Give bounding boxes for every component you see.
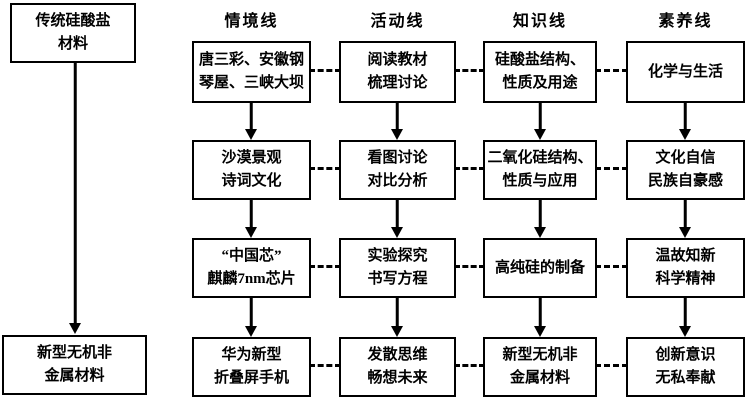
arrow-shaft (538, 200, 542, 230)
arrowhead-down-icon (391, 227, 403, 238)
flow-box-new-inorganic-left: 新型无机非 金属材料 (2, 335, 147, 395)
flow-box-knowledge-4: 新型无机非 金属材料 (483, 337, 597, 397)
down-arrow-context-1-2 (245, 103, 257, 140)
flow-box-activity-3: 实验探究 书写方程 (339, 238, 456, 298)
down-arrow-literacy-3-4 (679, 298, 691, 337)
flow-box-knowledge-2: 二氧化硅结构、 性质与应用 (483, 140, 597, 200)
down-arrow-literacy-2-3 (679, 200, 691, 238)
arrow-shaft (73, 63, 77, 326)
flow-box-activity-2: 看图讨论 对比分析 (339, 140, 456, 200)
header-activity-line: 活动线 (370, 13, 425, 30)
down-arrow-literacy-1-2 (679, 103, 691, 140)
arrowhead-down-icon (245, 326, 257, 337)
arrowhead-down-icon (534, 129, 546, 140)
down-arrow-knowledge-1-2 (534, 103, 546, 140)
down-arrow-knowledge-2-3 (534, 200, 546, 238)
flow-box-context-2: 沙漠景观 诗词文化 (192, 140, 311, 200)
flow-box-knowledge-3: 高纯硅的制备 (483, 238, 597, 298)
arrowhead-down-icon (245, 227, 257, 238)
flow-box-activity-1: 阅读教材 梳理讨论 (339, 41, 456, 103)
dashed-connector-r3-c2c3 (454, 265, 485, 268)
flow-box-literacy-2: 文化自信 民族自豪感 (626, 140, 745, 200)
arrowhead-down-icon (679, 326, 691, 337)
dashed-connector-r1-c3c4 (595, 69, 628, 72)
flow-box-context-3: “中国芯” 麒麟7nm芯片 (192, 238, 311, 298)
dashed-connector-r4-c1c2 (309, 364, 341, 367)
arrow-shaft (395, 200, 399, 230)
flow-box-literacy-3: 温故知新 科学精神 (626, 238, 745, 298)
dashed-connector-r2-c1c2 (309, 167, 341, 170)
flow-box-literacy-1: 化学与生活 (626, 41, 745, 103)
arrowhead-down-icon (245, 129, 257, 140)
arrowhead-down-icon (391, 326, 403, 337)
arrowhead-down-icon (391, 129, 403, 140)
arrow-shaft (538, 103, 542, 132)
dashed-connector-r2-c3c4 (595, 167, 628, 170)
arrow-shaft (395, 298, 399, 329)
down-arrow-knowledge-3-4 (534, 298, 546, 337)
header-literacy-line: 素养线 (658, 13, 713, 30)
down-arrow-activity-3-4 (391, 298, 403, 337)
arrowhead-down-icon (534, 227, 546, 238)
arrow-shaft (538, 298, 542, 329)
flow-box-context-4: 华为新型 折叠屏手机 (192, 337, 311, 397)
arrowhead-down-icon (69, 323, 81, 334)
dashed-connector-r4-c2c3 (454, 364, 485, 367)
flow-box-traditional-silicate: 传统硅酸盐 材料 (10, 3, 136, 63)
flow-box-knowledge-1: 硅酸盐结构、 性质及用途 (483, 41, 597, 103)
arrow-shaft (683, 200, 687, 230)
dashed-connector-r1-c2c3 (454, 69, 485, 72)
arrow-shaft (395, 103, 399, 132)
down-arrow-activity-1-2 (391, 103, 403, 140)
arrow-shaft (683, 103, 687, 132)
flow-box-context-1: 唐三彩、安徽钢 琴屋、三峡大坝 (192, 41, 311, 103)
down-arrow-context-2-3 (245, 200, 257, 238)
dashed-connector-r4-c3c4 (595, 364, 628, 367)
dashed-connector-r3-c3c4 (595, 265, 628, 268)
arrowhead-down-icon (679, 129, 691, 140)
flow-box-literacy-4: 创新意识 无私奉献 (626, 337, 745, 397)
arrow-shaft (249, 103, 253, 132)
dashed-connector-r1-c1c2 (309, 69, 341, 72)
header-context-line: 情境线 (224, 13, 279, 30)
arrowhead-down-icon (534, 326, 546, 337)
header-knowledge-line: 知识线 (512, 13, 567, 30)
flow-box-activity-4: 发散思维 畅想未来 (339, 337, 456, 397)
dashed-connector-r2-c2c3 (454, 167, 485, 170)
arrow-shaft (249, 200, 253, 230)
down-arrow-left-flow (69, 63, 81, 334)
down-arrow-activity-2-3 (391, 200, 403, 238)
arrow-shaft (683, 298, 687, 329)
down-arrow-context-3-4 (245, 298, 257, 337)
arrowhead-down-icon (679, 227, 691, 238)
dashed-connector-r3-c1c2 (309, 265, 341, 268)
arrow-shaft (249, 298, 253, 329)
